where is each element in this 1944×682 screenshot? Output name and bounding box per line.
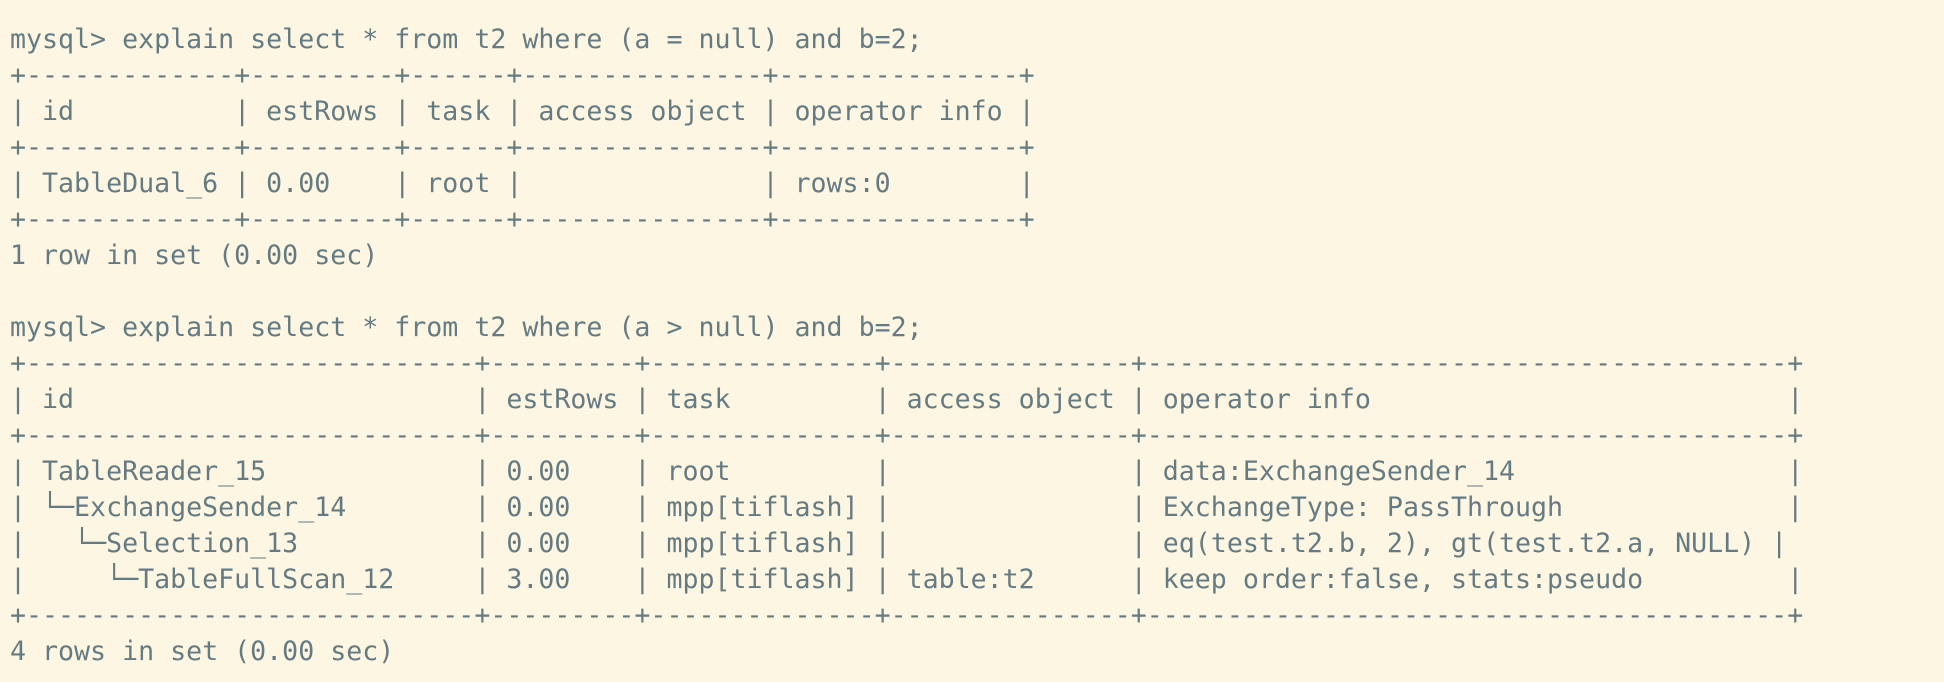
table-border: +----------------------------+---------+… [10,420,1804,451]
table-border: +-------------+---------+------+--------… [10,60,1035,91]
table-row: | └─ExchangeSender_14 | 0.00 | mpp[tifla… [10,492,1804,523]
table-row: | TableDual_6 | 0.00 | root | | rows:0 | [10,168,1035,199]
table-header-row: | id | estRows | task | access object | … [10,96,1035,127]
table-row: | └─Selection_13 | 0.00 | mpp[tiflash] |… [10,528,1788,559]
table-border: +-------------+---------+------+--------… [10,132,1035,163]
command-line: mysql> explain select * from t2 where (a… [10,312,923,343]
table-border: +-------------+---------+------+--------… [10,204,1035,235]
result-summary: 4 rows in set (0.00 sec) [10,636,395,667]
table-border: +----------------------------+---------+… [10,348,1804,379]
table-row: | TableReader_15 | 0.00 | root | | data:… [10,456,1804,487]
table-header-row: | id | estRows | task | access object | … [10,384,1804,415]
result-summary: 1 row in set (0.00 sec) [10,240,379,271]
command-line: mysql> explain select * from t2 where (a… [10,24,923,55]
table-row: | └─TableFullScan_12 | 3.00 | mpp[tiflas… [10,564,1804,595]
table-border: +----------------------------+---------+… [10,600,1804,631]
blank-line [10,274,1944,310]
